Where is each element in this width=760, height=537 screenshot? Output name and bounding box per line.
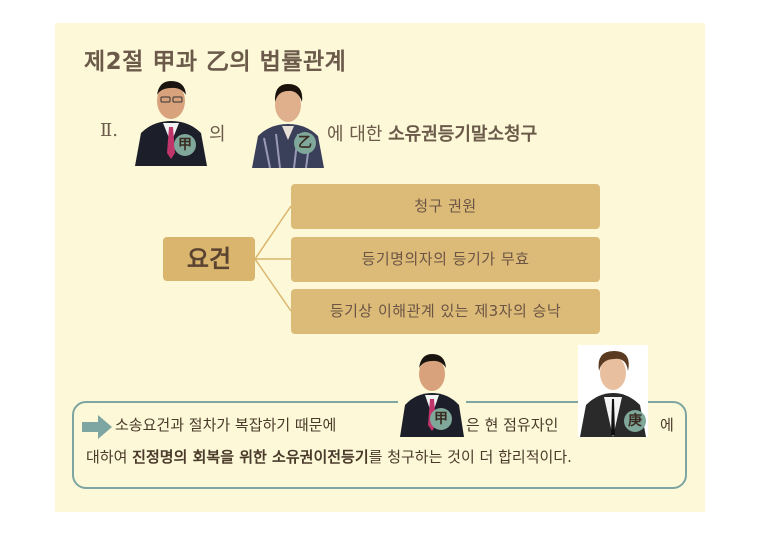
person-a-photo xyxy=(133,73,209,166)
note-line1-start: 소송요건과 절차가 복잡하기 때문에 xyxy=(115,416,337,434)
section-heading: 에 대한 소유권등기말소청구 xyxy=(327,120,537,146)
note-line1-middle: 은 현 점유자인 xyxy=(466,416,559,434)
badge-gyeong: 庚 xyxy=(624,410,646,432)
note-line1-end: 에 xyxy=(660,416,674,434)
section-number: Ⅱ. xyxy=(100,120,118,141)
note-line2-bold: 진정명의 회복을 위한 소유권이전등기 xyxy=(132,448,369,466)
requirement-item-1: 청구 권원 xyxy=(291,184,600,229)
requirement-item-2: 등기명의자의 등기가 무효 xyxy=(291,237,600,282)
badge-gap-a: 甲 xyxy=(174,134,196,156)
section-heading-text: 에 대한 xyxy=(327,124,389,145)
person-c-photo xyxy=(578,345,648,437)
badge-eul: 乙 xyxy=(294,132,316,154)
arrow-right-icon xyxy=(82,415,112,439)
badge-gap-b: 甲 xyxy=(430,408,452,430)
requirement-item-3: 등기상 이해관계 있는 제3자의 승낙 xyxy=(291,289,600,334)
note-line2: 대하여 진정명의 회복을 위한 소유권이전등기를 청구하는 것이 더 합리적이다… xyxy=(86,446,572,467)
requirements-label: 요건 xyxy=(163,237,255,281)
particle-text: 의 xyxy=(209,124,226,145)
page-title: 제2절 甲과 乙의 법률관계 xyxy=(84,49,347,75)
note-line2-end: 를 청구하는 것이 더 합리적이다. xyxy=(368,448,572,466)
section-heading-bold: 소유권등기말소청구 xyxy=(388,124,538,145)
note-line2-start: 대하여 xyxy=(86,448,133,466)
